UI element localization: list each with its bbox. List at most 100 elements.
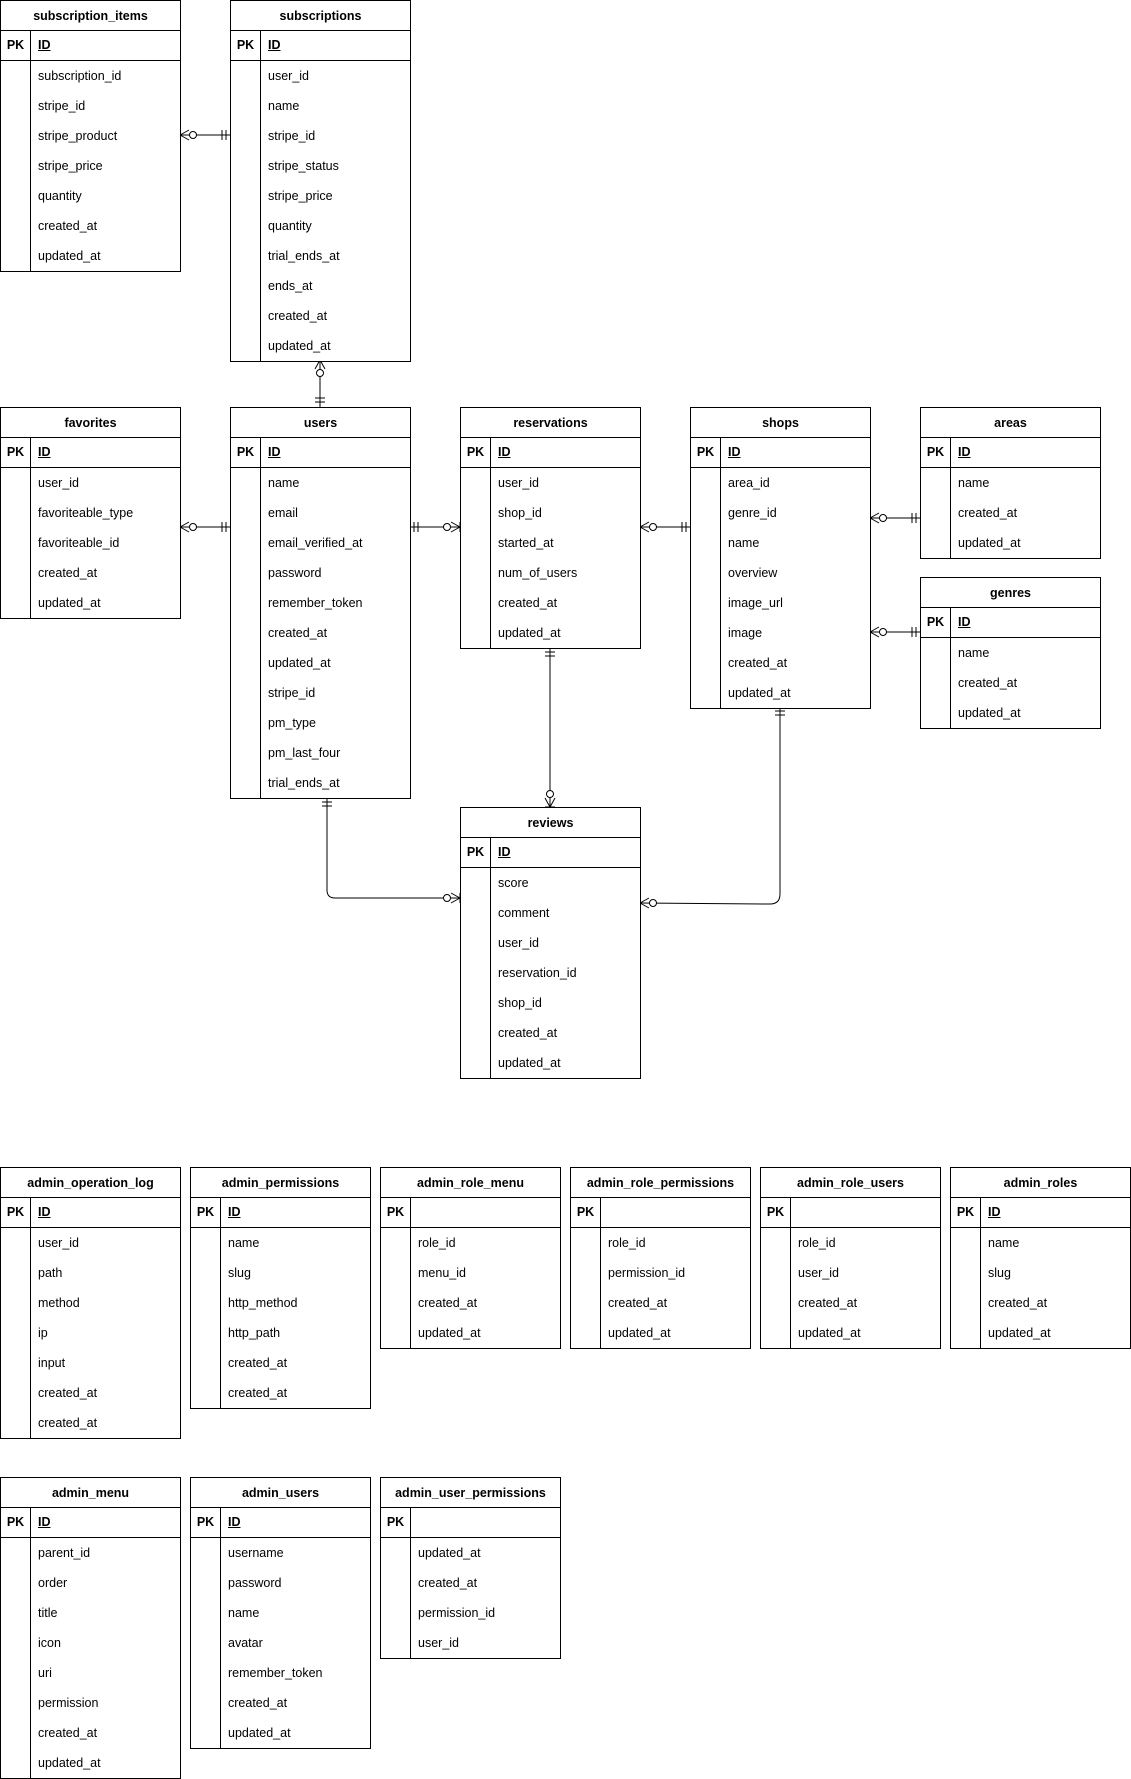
field-row: updated_at [38, 249, 101, 263]
pk-label: PK [921, 608, 951, 637]
field-row: favoriteable_id [38, 536, 120, 550]
field-row: created_at [958, 506, 1018, 520]
field-row: created_at [608, 1296, 668, 1310]
field-row: name [958, 476, 990, 490]
field-row: trial_ends_at [268, 776, 340, 790]
field-row: user_id [38, 1236, 79, 1250]
pk-field: ID [958, 615, 971, 629]
field-row: created_at [958, 676, 1018, 690]
field-row: parent_id [38, 1546, 91, 1560]
field-row: name [728, 536, 760, 550]
field-row: permission [38, 1696, 99, 1710]
field-row: role_id [608, 1236, 646, 1250]
pk-field: ID [38, 445, 51, 459]
field-row: quantity [268, 219, 312, 233]
field-row: created_at [228, 1696, 288, 1710]
pk-label: PK [1, 31, 31, 60]
entity-title: users [231, 408, 410, 438]
field-row: updated_at [418, 1546, 481, 1560]
pk-label: PK [191, 1508, 221, 1537]
entity-title: admin_roles [951, 1168, 1130, 1198]
relationship-shops-genres [869, 626, 920, 638]
field-list: name created_at updated_at [921, 468, 1100, 558]
field-row: shop_id [498, 996, 542, 1010]
pk-label: PK [381, 1508, 411, 1537]
field-row: name [958, 646, 990, 660]
field-row: updated_at [958, 536, 1021, 550]
field-row: created_at [38, 566, 98, 580]
field-row: created_at [228, 1356, 288, 1370]
field-row: created_at [38, 219, 98, 233]
field-row: image [728, 626, 763, 640]
field-row: name [268, 476, 300, 490]
field-row: username [228, 1546, 284, 1560]
pk-field: ID [958, 445, 971, 459]
field-row: quantity [38, 189, 82, 203]
field-row: http_method [228, 1296, 298, 1310]
relationship-users-reservations [410, 521, 461, 533]
pk-label: PK [191, 1198, 221, 1227]
pk-field: ID [728, 445, 741, 459]
pk-label: PK [1, 1198, 31, 1227]
entity-title: subscriptions [231, 1, 410, 31]
field-row: permission_id [418, 1606, 496, 1620]
field-row: updated_at [38, 596, 101, 610]
field-row: slug [228, 1266, 251, 1280]
field-row: method [38, 1296, 80, 1310]
field-row: icon [38, 1636, 61, 1650]
field-row: path [38, 1266, 63, 1280]
entity-title: admin_role_users [761, 1168, 940, 1198]
field-row: updated_at [268, 339, 331, 353]
field-row: remember_token [228, 1666, 323, 1680]
entity-title: subscription_items [1, 1, 180, 31]
pk-field: ID [268, 38, 281, 52]
primary-key-row: PK ID [921, 608, 1100, 638]
entity-title: genres [921, 578, 1100, 608]
field-row: stripe_price [268, 189, 333, 203]
entity-title: areas [921, 408, 1100, 438]
entity-title: admin_users [191, 1478, 370, 1508]
field-row: updated_at [228, 1726, 291, 1740]
field-row: stripe_id [38, 99, 86, 113]
field-row: updated_at [418, 1326, 481, 1340]
field-row: area_id [728, 476, 770, 490]
relationship-users-reviews [322, 798, 461, 904]
field-row: updated_at [798, 1326, 861, 1340]
field-row: email_verified_at [268, 536, 363, 550]
entity-title: admin_role_menu [381, 1168, 560, 1198]
field-row: stripe_product [38, 129, 118, 143]
field-row: created_at [268, 626, 328, 640]
pk-field: ID [268, 445, 281, 459]
field-row: ip [38, 1326, 48, 1340]
field-row: title [38, 1606, 58, 1620]
field-row: remember_token [268, 596, 363, 610]
field-row: pm_last_four [268, 746, 341, 760]
field-row: shop_id [498, 506, 542, 520]
primary-key-row: PK ID [191, 1508, 370, 1538]
entity-title: reservations [461, 408, 640, 438]
field-row: stripe_status [268, 159, 339, 173]
pk-field: ID [498, 445, 511, 459]
pk-field: ID [228, 1515, 241, 1529]
field-row: name [228, 1236, 260, 1250]
